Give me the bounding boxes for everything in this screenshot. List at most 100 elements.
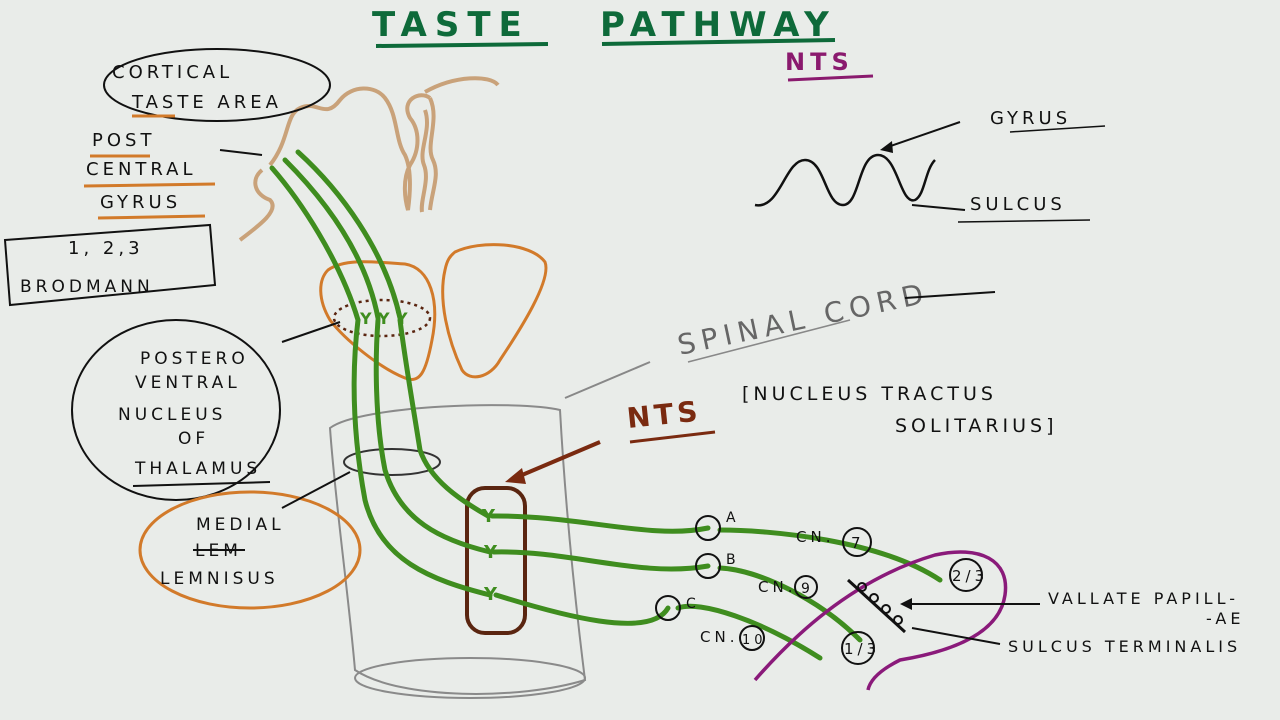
cn9-label: CN.	[758, 578, 796, 596]
papilla-3	[881, 604, 891, 614]
thalamus-line5: THALAMUS	[134, 459, 261, 479]
fibre-thalamus-cortex-3	[295, 149, 403, 321]
anterior-two-thirds-label: 2/3	[952, 567, 988, 585]
brodmann-box	[3, 223, 217, 307]
post-central-pointer	[219, 149, 263, 156]
posterior-one-third-circle	[841, 631, 875, 665]
ganglion-a-label: A	[726, 510, 740, 526]
nts-full-line2: SOLITARIUS]	[895, 415, 1058, 437]
ganglion-c	[655, 595, 681, 621]
cortical-label-line2: TASTE AREA	[131, 92, 282, 113]
nts-underline	[629, 430, 716, 444]
vallate-papillae-label-2: -AE	[1206, 609, 1244, 628]
fibre-cn10	[675, 603, 823, 661]
inset-sulcus-underline	[957, 219, 1091, 223]
lemniscus-line1: MEDIAL	[196, 515, 285, 535]
thalamus-line4: OF	[178, 429, 209, 449]
spinal-cord-base	[354, 657, 586, 699]
fibre-cn7	[717, 527, 943, 583]
papilla-1	[857, 582, 867, 592]
cn9-circle	[794, 575, 818, 599]
right-thalamus-outline	[441, 243, 548, 379]
nts-top-underline	[787, 74, 874, 82]
vallate-arrowhead	[900, 598, 912, 610]
brodmann-label: BRODMANN	[20, 277, 154, 297]
inset-gyrus-arrowhead	[880, 141, 893, 153]
thalamus-pointer	[281, 321, 341, 343]
post-label: POST	[92, 130, 155, 151]
title-underline-1	[375, 42, 549, 48]
cn10-circle	[739, 625, 765, 651]
nts-synapse-c: Y	[483, 584, 498, 605]
title-word-taste: TASTE	[372, 5, 530, 45]
thalamus-line3: NUCLEUS	[118, 405, 226, 425]
thalamus-line2: VENTRAL	[135, 373, 241, 393]
brodmann-numbers: 1, 2,3	[68, 238, 144, 259]
cn7-label: CN.	[796, 528, 834, 546]
fibre-thalamus-cortex-1	[269, 165, 361, 323]
cortical-label-line1: CORTICAL	[112, 62, 233, 83]
fibre-cn9	[717, 565, 863, 643]
cn10-label: CN.	[700, 628, 738, 646]
fibre-ganglion-a-nts	[489, 513, 711, 534]
spinal-cord-pointer	[564, 361, 651, 399]
brain-right-hemisphere-outline	[419, 76, 500, 213]
lemniscus-label-circle	[138, 490, 362, 610]
spinal-cord-cylinder	[328, 404, 587, 695]
spinal-cord-underline	[904, 291, 996, 299]
thalamus-synapse-3: Y	[395, 309, 408, 328]
fibre-nts-thalamus-c	[351, 317, 493, 598]
title-underline-2	[601, 38, 836, 46]
cn9-number: 9	[801, 581, 814, 597]
fibre-ganglion-c-nts	[493, 592, 671, 626]
inset-sulcus-label: SULCUS	[970, 194, 1066, 215]
inset-gyrus-label: GYRUS	[990, 108, 1071, 129]
lemniscus-pointer	[281, 471, 351, 509]
thalamus-label-circle	[71, 319, 281, 501]
central-label: CENTRAL	[86, 159, 197, 180]
gyrus-sulcus-wave	[754, 153, 936, 207]
nts-nucleus	[465, 486, 527, 635]
thalamus-underline	[132, 481, 271, 487]
nts-label: NTS	[625, 394, 703, 435]
inset-gyrus-pointer	[884, 121, 961, 149]
fibre-nts-thalamus-b	[373, 317, 493, 555]
thalamus-synapse-2: Y	[377, 309, 390, 328]
fibre-thalamus-cortex-2	[282, 157, 381, 321]
left-thalamus-outline	[319, 260, 437, 381]
fibre-ganglion-b-nts	[491, 549, 711, 572]
ganglion-b-label: B	[726, 552, 740, 568]
cn7-circle	[842, 527, 872, 557]
spinal-cord-label: SPINAL CORD	[675, 276, 932, 362]
tongue-outline	[753, 550, 1008, 691]
title-word-pathway: PATHWAY	[600, 5, 837, 45]
papilla-4	[893, 615, 903, 625]
nts-arrowhead	[505, 468, 526, 484]
inset-gyrus-underline	[1009, 125, 1106, 133]
ganglion-b	[695, 553, 721, 579]
taste-fibres	[269, 149, 943, 661]
postero-ventral-nucleus-marker	[332, 298, 432, 338]
anterior-two-thirds-circle	[949, 558, 983, 592]
spinal-cord-underline-2	[687, 319, 851, 363]
inset-sulcus-pointer	[911, 204, 966, 211]
vallate-papillae-label: VALLATE PAPILL-	[1048, 589, 1239, 608]
central-underline	[83, 182, 216, 188]
gyrus-underline	[97, 214, 206, 220]
thalamus-synapse-1: Y	[359, 309, 372, 328]
papilla-2	[869, 593, 879, 603]
cn10-number: 10	[742, 633, 767, 648]
ganglion-a	[695, 515, 721, 541]
nts-arrow-shaft	[514, 440, 601, 480]
sulcus-terminalis-pointer	[911, 627, 1001, 645]
gyrus-label: GYRUS	[100, 192, 181, 213]
ganglion-c-label: C	[686, 596, 700, 612]
lemniscus-line2: LEMNISUS	[160, 569, 279, 589]
thalamus-line1: POSTERO	[140, 349, 249, 369]
cn7-number: 7	[851, 534, 865, 552]
fibre-nts-thalamus-a	[397, 317, 491, 519]
medial-lemniscus-ellipse	[343, 448, 441, 476]
sulcus-terminalis-label: SULCUS TERMINALIS	[1008, 637, 1241, 656]
